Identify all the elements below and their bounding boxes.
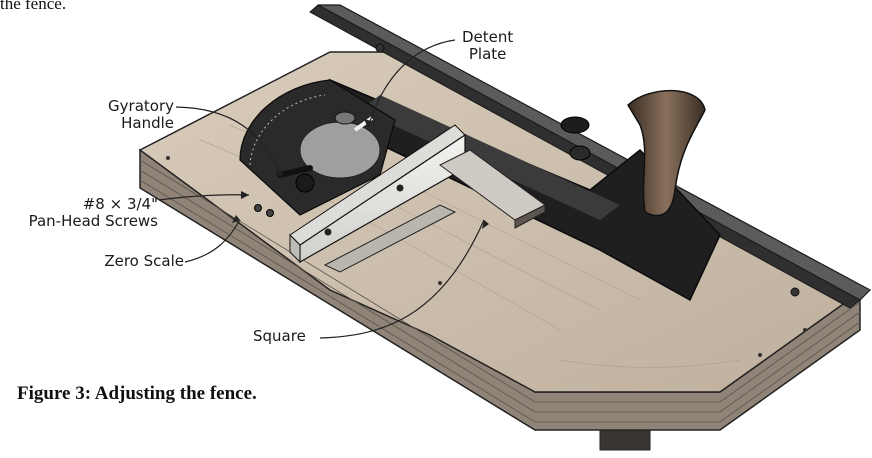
callout-detent-plate-line2: Plate (468, 45, 507, 63)
callout-screws-line2: Pan-Head Screws (28, 212, 158, 230)
callout-detent-plate-line1: Detent (462, 28, 514, 46)
protractor-head (239, 79, 396, 217)
callout-gyratory-handle: Gyratory Handle (78, 98, 174, 132)
leader-detent-plate (367, 39, 456, 129)
callout-screws: #8 × 3/4" Pan-Head Screws (0, 196, 158, 230)
leader-lines (158, 39, 485, 339)
fence (289, 124, 466, 264)
leader-zero-scale (184, 219, 241, 263)
callout-zero-scale: Zero Scale (104, 252, 184, 270)
leader-gyratory-handle (175, 106, 283, 179)
callout-gyratory-handle-line2: Handle (121, 114, 174, 132)
callout-gyratory-handle-line1: Gyratory (108, 97, 174, 115)
square (323, 149, 546, 273)
leader-square (319, 219, 485, 339)
figure-caption: Figure 3: Adjusting the fence. (17, 383, 257, 404)
callout-detent-plate: Detent Plate (462, 29, 513, 63)
callout-screws-line1: #8 × 3/4" (82, 195, 158, 213)
leader-screws (158, 194, 250, 201)
callout-square: Square (253, 327, 306, 345)
top-text-fragment: the fence. (0, 0, 67, 13)
